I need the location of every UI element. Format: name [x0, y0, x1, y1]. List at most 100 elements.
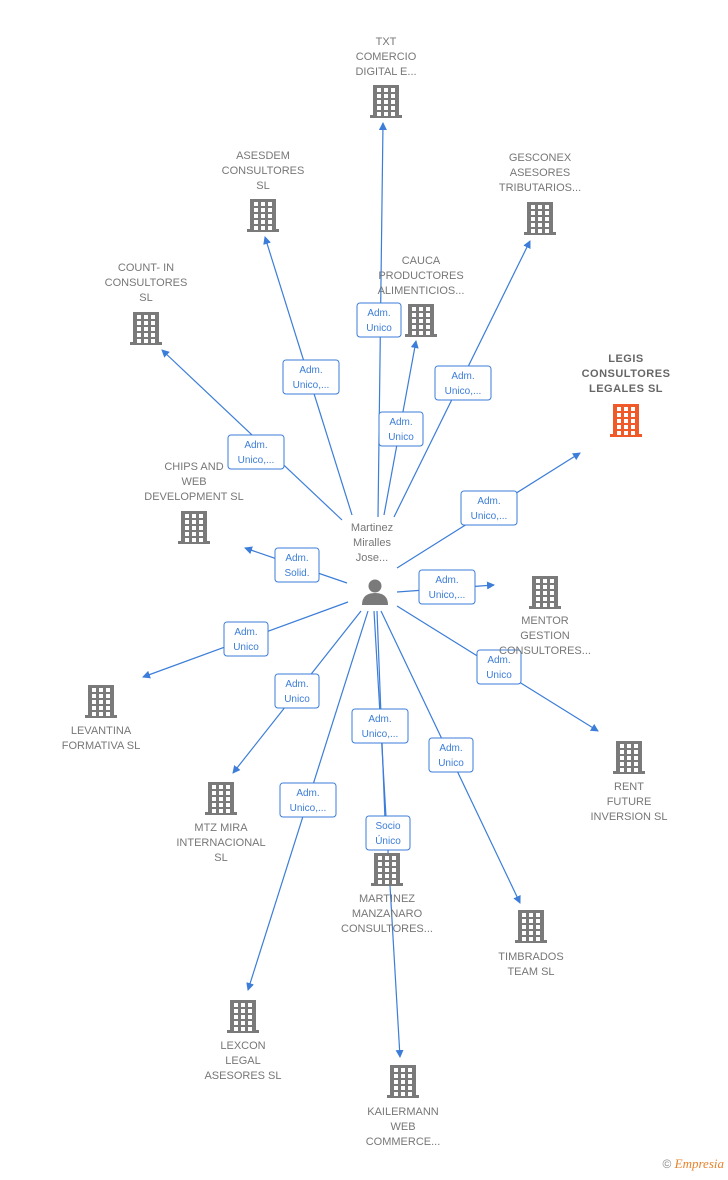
relation-text: Unico: [486, 670, 512, 681]
company-name-line: COMERCIO: [356, 51, 417, 63]
company-name-line: FORMATIVA SL: [62, 740, 140, 752]
relation-text: Unico,...: [445, 386, 482, 397]
company-name-line: CHIPS AND: [164, 461, 223, 473]
relation-label-martinez[interactable]: Adm.Unico,...: [351, 708, 409, 744]
company-node-lexcon[interactable]: LEXCON LEGAL ASESORES SL: [204, 1000, 282, 1082]
relation-text: Unico: [388, 432, 414, 443]
relation-text: Adm.: [244, 440, 267, 451]
company-name-line: ASESORES: [510, 167, 571, 179]
relation-label-gesconex[interactable]: Adm. Unico,...: [434, 365, 492, 401]
relation-label-legis[interactable]: Adm. Unico,...: [460, 490, 518, 526]
relation-text: Adm.: [435, 575, 458, 586]
relation-text: Adm.: [487, 655, 510, 666]
company-name-line: TXT: [376, 36, 397, 48]
building-icon: [85, 685, 117, 718]
relation-text: Unico,...: [290, 803, 327, 814]
company-node-martinez[interactable]: MARTINEZ MANZANARO CONSULTORES...: [341, 853, 433, 935]
company-name-line: LEGALES SL: [589, 383, 663, 395]
building-icon: [247, 199, 279, 232]
company-name-line: ASESDEM: [236, 150, 290, 162]
company-name-line: CONSULTORES: [105, 277, 188, 289]
person-icon: [362, 579, 388, 605]
company-name-line: CONSULTORES...: [341, 923, 433, 935]
relation-text: Adm.: [367, 308, 390, 319]
relation-label-mentor[interactable]: Adm. Unico,...: [418, 569, 476, 605]
company-name-line: MARTINEZ: [359, 893, 415, 905]
company-name-line: SL: [214, 852, 227, 864]
relation-label-countin[interactable]: Adm. Unico,...: [227, 434, 285, 470]
relation-text: Adm.: [477, 496, 500, 507]
relation-text: Adm.: [451, 371, 474, 382]
brand-logo: Empresia: [674, 1156, 724, 1171]
relation-label-timbrados[interactable]: Adm.Unico: [428, 737, 474, 773]
company-node-gesconex[interactable]: GESCONEXASESORESTRIBUTARIOS...: [499, 152, 581, 235]
company-name-line: FUTURE: [607, 796, 652, 808]
relation-text: Solid.: [284, 568, 309, 579]
company-name-line: MANZANARO: [352, 908, 423, 920]
building-icon: [387, 1065, 419, 1098]
relation-text: Unico: [284, 694, 310, 705]
relation-label-levantina[interactable]: Adm.Unico: [223, 621, 269, 657]
company-name-line: DEVELOPMENT SL: [144, 491, 243, 503]
company-name-line: TIMBRADOS: [498, 951, 563, 963]
company-name-line: WEB: [390, 1121, 415, 1133]
person-name-line: Martinez: [351, 522, 393, 534]
company-node-mentor[interactable]: MENTORGESTIONCONSULTORES...: [499, 576, 591, 657]
company-name-line: WEB: [181, 476, 206, 488]
company-name-line: MTZ MIRA: [194, 822, 248, 834]
relation-text: Unico,...: [471, 511, 508, 522]
company-name-line: COUNT- IN: [118, 262, 174, 274]
company-name-line: INTERNACIONAL: [176, 837, 265, 849]
building-icon: [370, 85, 402, 118]
center-person[interactable]: MartinezMirallesJose...: [351, 522, 393, 605]
relation-text: Unico,...: [238, 455, 275, 466]
company-name-line: MENTOR: [521, 615, 569, 627]
relation-text: Unico,...: [429, 590, 466, 601]
company-name-line: SL: [256, 180, 269, 192]
relation-label-lexcon[interactable]: Adm.Unico,...: [279, 782, 337, 818]
building-icon: [371, 853, 403, 886]
relation-label-asesdem[interactable]: Adm.Unico,...: [282, 359, 340, 395]
relation-text: Adm.: [285, 679, 308, 690]
company-node-cauca[interactable]: CAUCAPRODUCTORESALIMENTICIOS...: [378, 255, 465, 337]
relation-text: Unico: [438, 758, 464, 769]
building-icon: [515, 910, 547, 943]
company-name-line: LEVANTINA: [71, 725, 132, 737]
relation-text: Socio: [375, 821, 400, 832]
relation-label-cauca[interactable]: Adm. Unico: [378, 411, 424, 447]
company-node-kailermann[interactable]: KAILERMANN WEB COMMERCE...: [366, 1065, 441, 1148]
relation-label-chips[interactable]: Adm.Solid.: [274, 547, 320, 583]
building-icon: [205, 782, 237, 815]
building-icon: [529, 576, 561, 609]
relation-label-txt[interactable]: Adm.Unico: [356, 302, 402, 338]
relation-text: Único: [375, 834, 401, 847]
company-name-line: ASESORES SL: [204, 1070, 281, 1082]
company-name-line: CONSULTORES: [582, 368, 671, 380]
copyright-icon: ©: [662, 1157, 672, 1171]
building-icon: [178, 511, 210, 544]
company-name-line: LEGAL: [225, 1055, 260, 1067]
relation-text: Adm.: [389, 417, 412, 428]
building-icon: [227, 1000, 259, 1033]
company-name-line: ALIMENTICIOS...: [378, 285, 465, 297]
relation-label-mtz[interactable]: Adm. Unico: [274, 673, 320, 709]
person-name-line: Jose...: [356, 552, 388, 564]
company-name-line: COMMERCE...: [366, 1136, 441, 1148]
company-name-line: KAILERMANN: [367, 1106, 439, 1118]
building-icon: [610, 404, 642, 437]
building-icon: [524, 202, 556, 235]
company-node-chips[interactable]: CHIPS AND WEB DEVELOPMENT SL: [144, 461, 244, 544]
relation-label-rent[interactable]: Adm. Unico: [476, 649, 522, 685]
company-name-line: LEXCON: [220, 1040, 265, 1052]
company-node-levantina[interactable]: LEVANTINA FORMATIVA SL: [62, 685, 140, 752]
building-icon: [130, 312, 162, 345]
company-node-mtz[interactable]: MTZ MIRA INTERNACIONAL SL: [176, 782, 266, 864]
relation-text: Unico,...: [293, 380, 330, 391]
